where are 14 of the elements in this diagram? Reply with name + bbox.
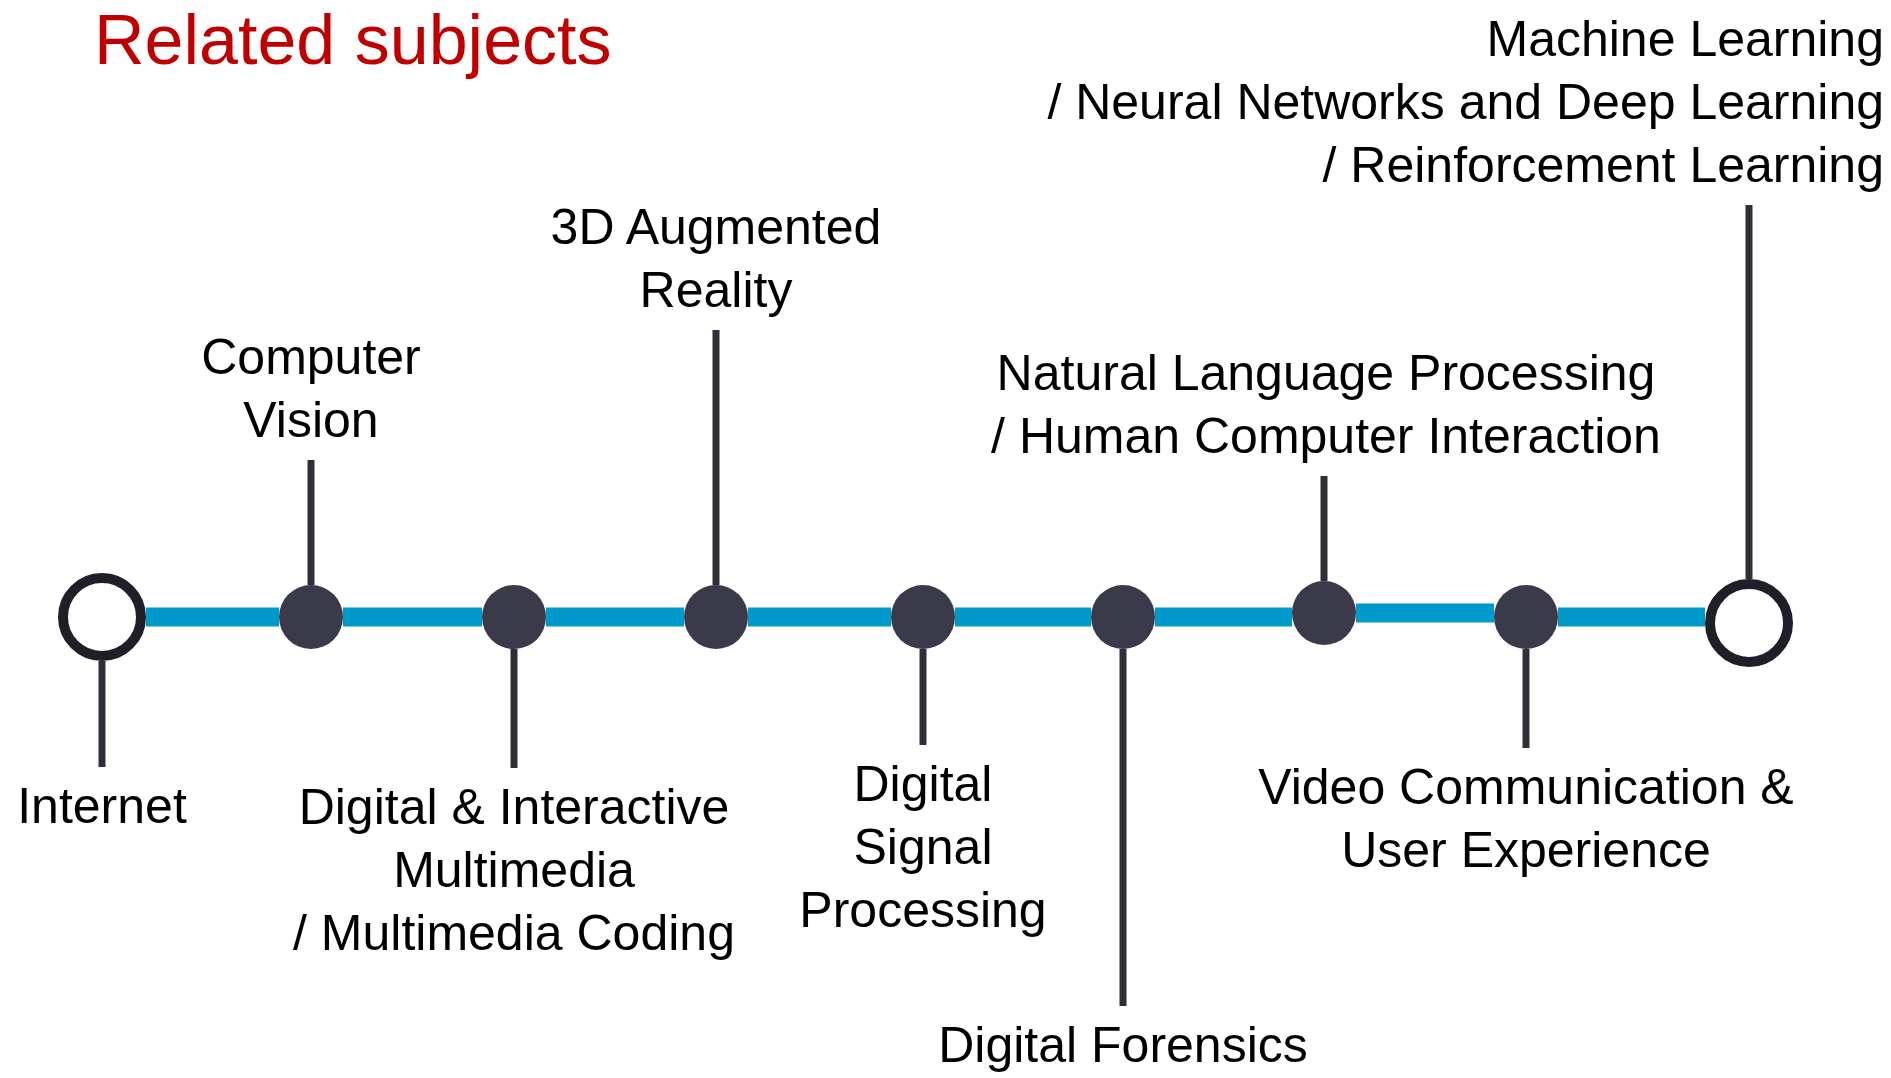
timeline-segment bbox=[748, 607, 891, 627]
timeline-segment bbox=[546, 607, 684, 627]
topic-label: Video Communication & User Experience bbox=[1253, 748, 1799, 890]
title: Related subjects bbox=[94, 0, 612, 80]
timeline-segment bbox=[146, 607, 279, 627]
timeline-segment bbox=[1155, 607, 1292, 627]
timeline-segment bbox=[1356, 603, 1494, 623]
topic-label: Internet bbox=[0, 767, 222, 846]
topic-label: Computer Vision bbox=[161, 318, 461, 460]
timeline-segment bbox=[343, 607, 482, 627]
timeline-segment bbox=[1558, 607, 1705, 627]
topic-label: Natural Language Processing / Human Computer Interaction bbox=[926, 334, 1726, 476]
topic-label: Digital Forensics bbox=[893, 1006, 1353, 1078]
timeline-segment bbox=[955, 607, 1091, 627]
